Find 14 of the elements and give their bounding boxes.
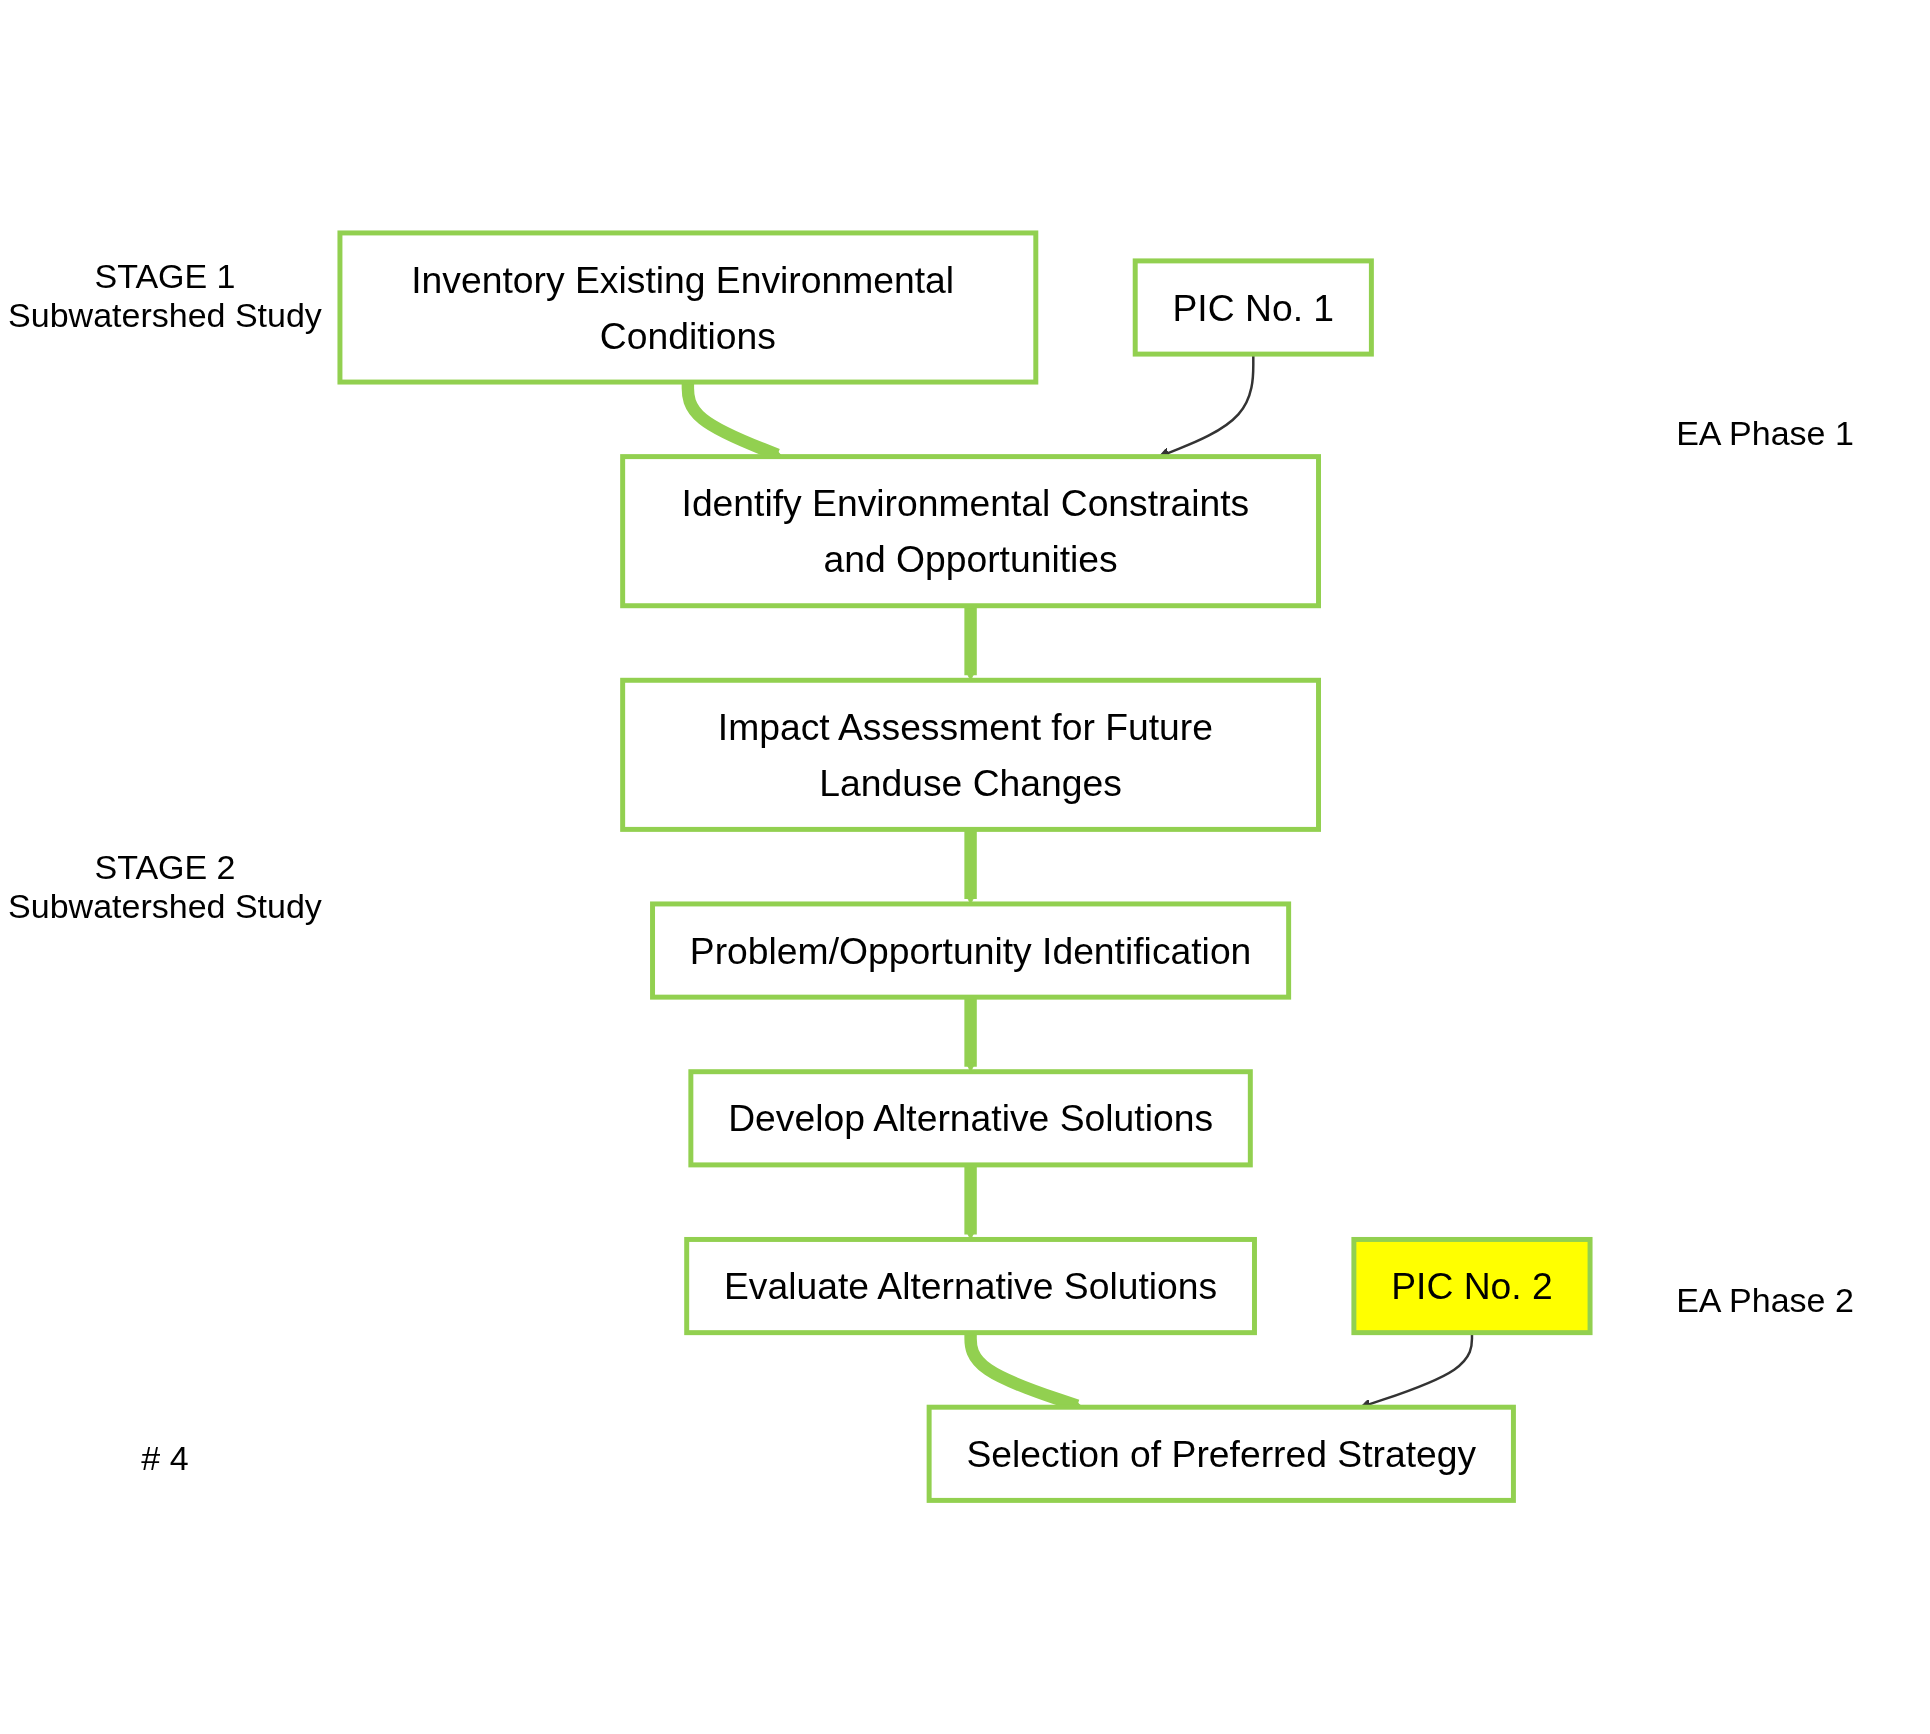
node-box: PIC No. 1 bbox=[1132, 258, 1374, 357]
node-box: Problem/Opportunity Identification bbox=[650, 901, 1292, 1000]
bracket-label: STAGE 1 Subwatershed Study bbox=[7, 256, 323, 335]
bracket-label: STAGE 2 Subwatershed Study bbox=[7, 847, 323, 926]
node-box: PIC No. 2 bbox=[1351, 1237, 1593, 1336]
node-box: Identify Environmental Constraints and Opportunities bbox=[620, 454, 1321, 609]
node-box: Evaluate Alternative Solutions bbox=[684, 1237, 1257, 1336]
node-box: Develop Alternative Solutions bbox=[688, 1069, 1253, 1168]
bracket-label: EA Phase 1 bbox=[1676, 414, 1854, 453]
node-box: Inventory Existing Environmental Conditions bbox=[337, 230, 1039, 385]
node-box: Selection of Preferred Strategy bbox=[926, 1405, 1516, 1504]
bracket-label: # 4 bbox=[141, 1438, 189, 1478]
node-box: Impact Assessment for Future Landuse Changes bbox=[620, 678, 1321, 833]
bracket-label: EA Phase 2 bbox=[1676, 1281, 1854, 1320]
